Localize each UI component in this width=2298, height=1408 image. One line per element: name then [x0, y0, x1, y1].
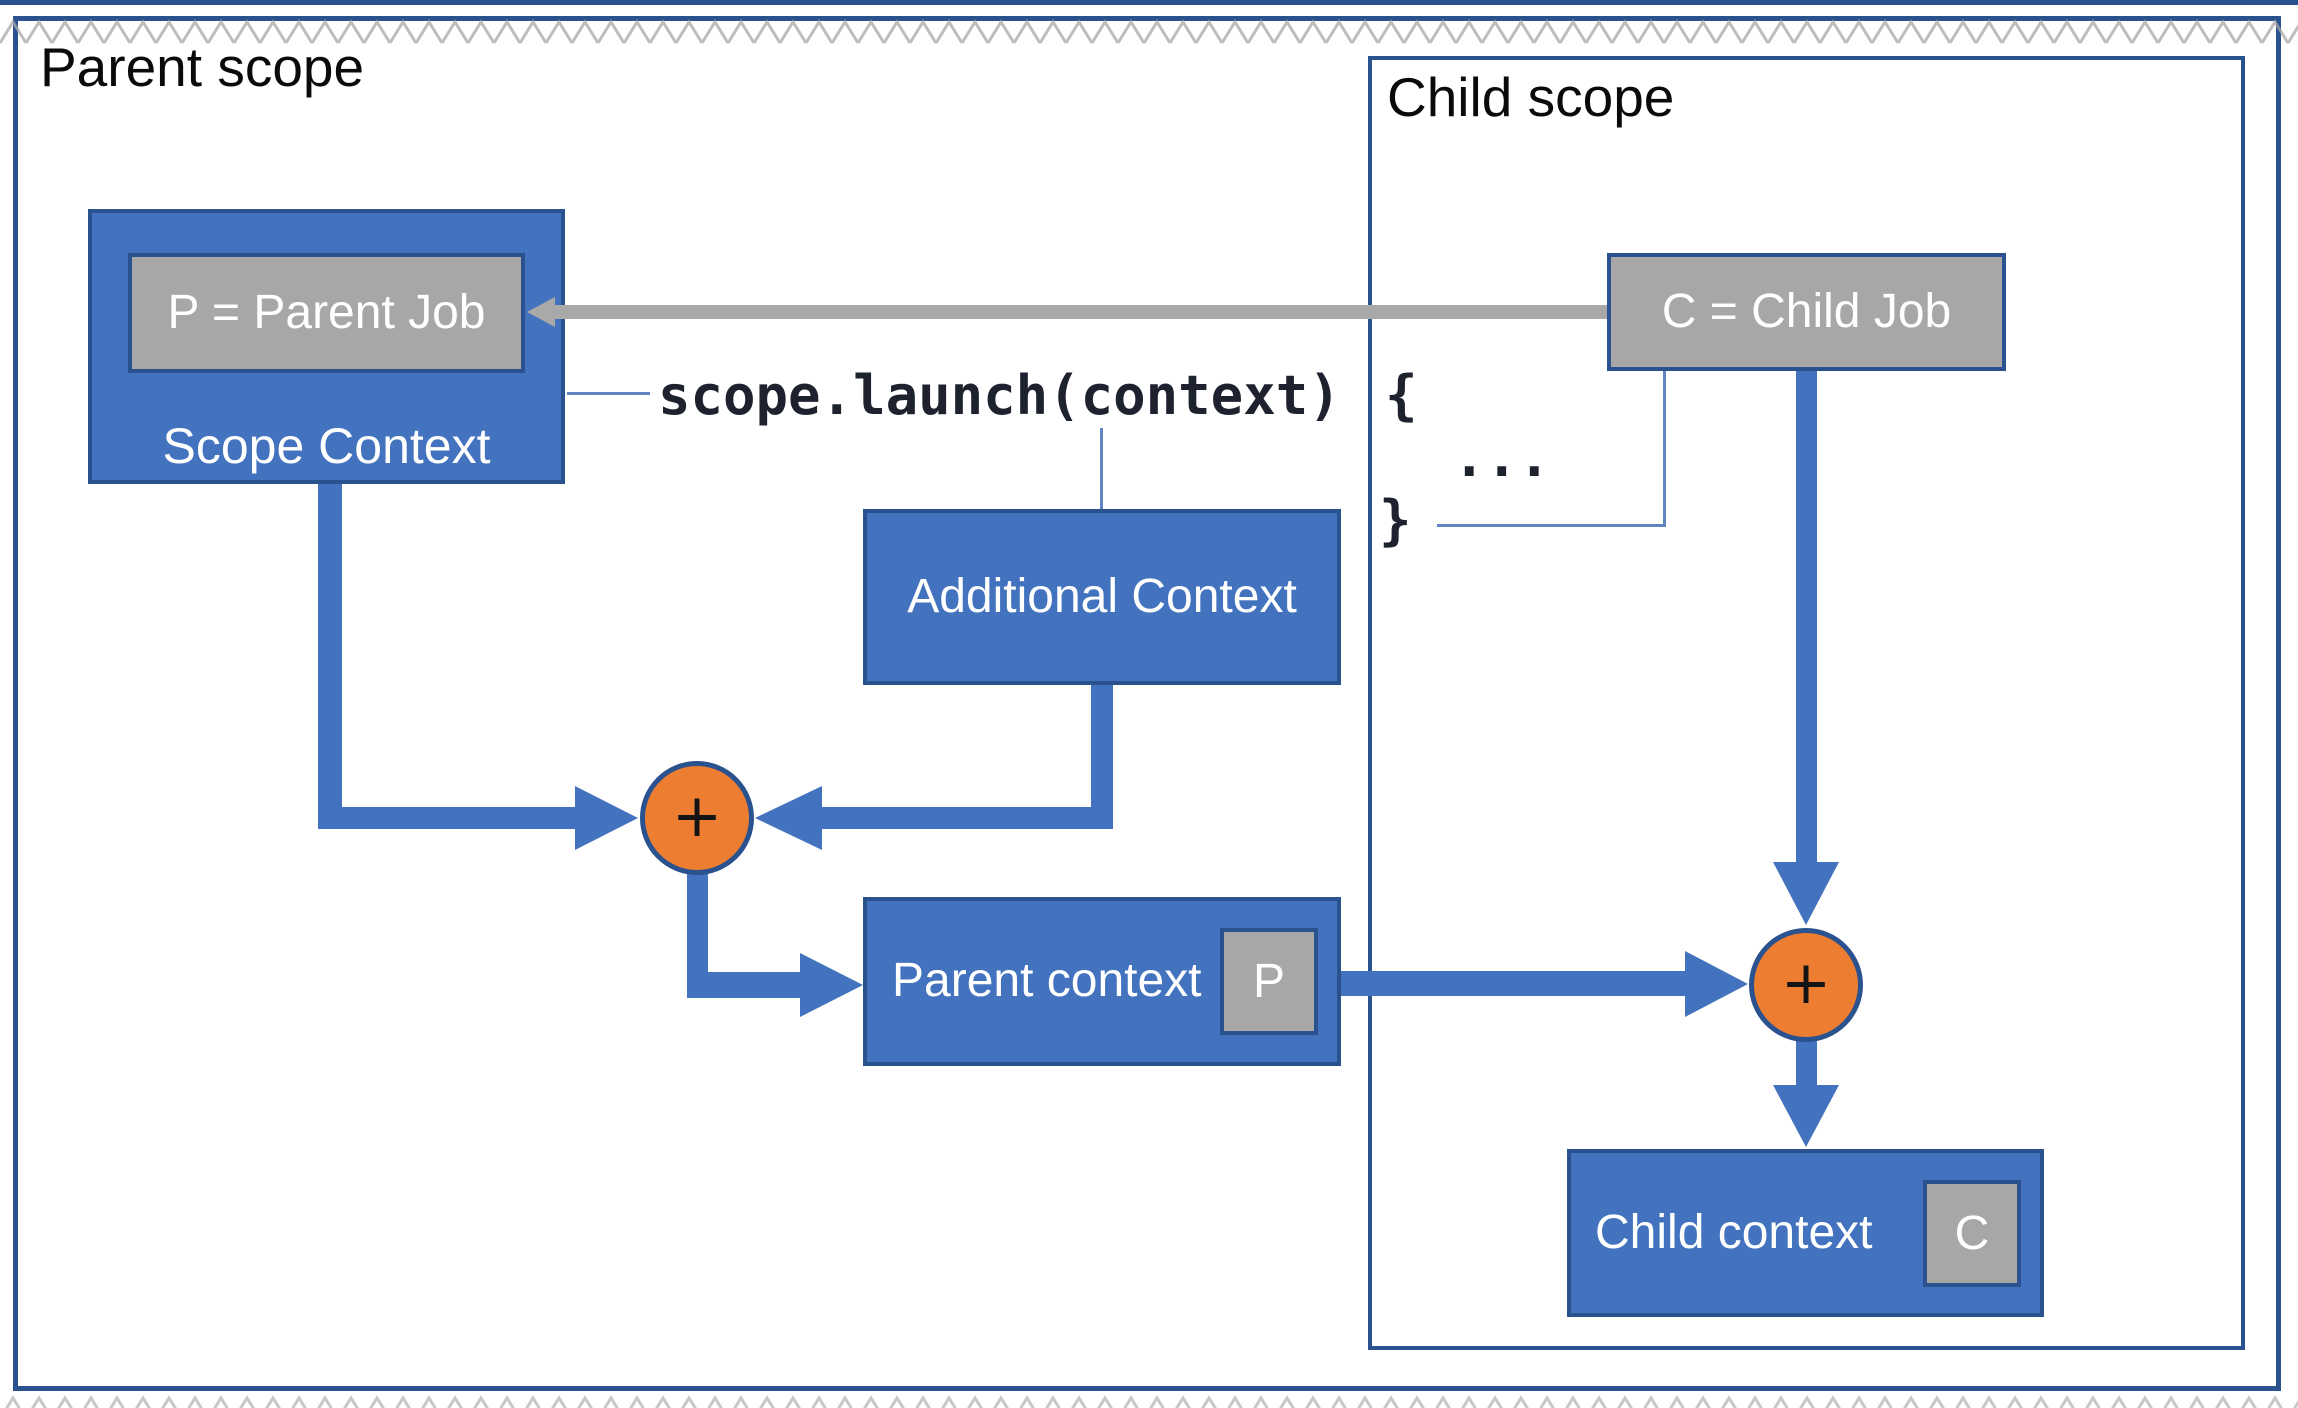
childjob-to-parentjob-arrowhead [527, 297, 555, 327]
childjob-to-parentjob-arrow-shaft [555, 305, 1607, 319]
arrowhead-merge-to-parentcontext [800, 953, 863, 1017]
code-scope-launch: scope.launch(context) [658, 364, 1341, 427]
connector-scope-to-merge-vertical [318, 484, 342, 829]
child-merge-plus-circle: + [1749, 928, 1863, 1042]
plus-icon: + [671, 781, 723, 851]
code-close-brace: } [1379, 489, 1412, 552]
connector-childjob-to-merge [1796, 371, 1817, 862]
child-job-label: C = Child Job [1661, 284, 1952, 338]
arrowhead-additional-to-merge [755, 786, 822, 850]
callout-line-code-to-additionalcontext [1100, 428, 1103, 509]
connector-merge-to-parentcontext-vertical [687, 874, 708, 998]
parent-context-box: Parent context P [863, 897, 1341, 1066]
parent-merge-plus-circle: + [640, 761, 754, 875]
code-open-brace: { [1385, 364, 1418, 427]
additional-context-label: Additional Context [907, 569, 1297, 623]
callout-line-scopecontext-to-code [567, 392, 650, 395]
child-context-box: Child context C [1567, 1149, 2044, 1317]
arrowhead-merge-to-childcontext [1773, 1085, 1839, 1147]
child-job-box: C = Child Job [1607, 253, 2006, 371]
zigzag-pattern [0, 18, 2298, 45]
plus-icon: + [1780, 948, 1832, 1018]
parent-job-badge: P [1220, 928, 1318, 1035]
child-scope-label: Child scope [1387, 66, 1675, 128]
parent-scope-label: Parent scope [40, 36, 365, 98]
scope-context-label: Scope Context [162, 417, 491, 474]
parent-job-box: P = Parent Job [128, 253, 525, 373]
code-ellipsis: ... [1453, 426, 1551, 489]
callout-line-brace-to-childjob [1663, 371, 1666, 527]
callout-line-brace-horizontal [1437, 524, 1665, 527]
zigzag-band-top [0, 18, 2298, 45]
zigzag-band-bottom [0, 1394, 2298, 1408]
connector-parentcontext-to-childmerge [1341, 971, 1685, 996]
connector-additional-to-merge-horizontal [822, 807, 1113, 829]
connector-additional-to-merge-vertical [1091, 685, 1113, 829]
child-scope-frame [1368, 56, 2245, 1350]
child-job-badge: C [1923, 1179, 2021, 1287]
connector-scope-to-merge-horizontal [318, 807, 575, 829]
child-context-label: Child context [1595, 1205, 1873, 1259]
connector-merge-to-parentcontext-horizontal [687, 972, 800, 998]
parent-job-label: P = Parent Job [167, 285, 486, 339]
additional-context-box: Additional Context [863, 509, 1341, 685]
top-edge-bar [0, 0, 2298, 5]
connector-merge-to-childcontext [1796, 1041, 1817, 1085]
arrowhead-scope-to-merge [575, 786, 638, 850]
arrowhead-childjob-to-merge [1773, 862, 1839, 925]
zigzag-pattern [0, 1394, 2298, 1408]
arrowhead-parentcontext-to-childmerge [1685, 951, 1748, 1017]
parent-context-label: Parent context [892, 954, 1202, 1008]
